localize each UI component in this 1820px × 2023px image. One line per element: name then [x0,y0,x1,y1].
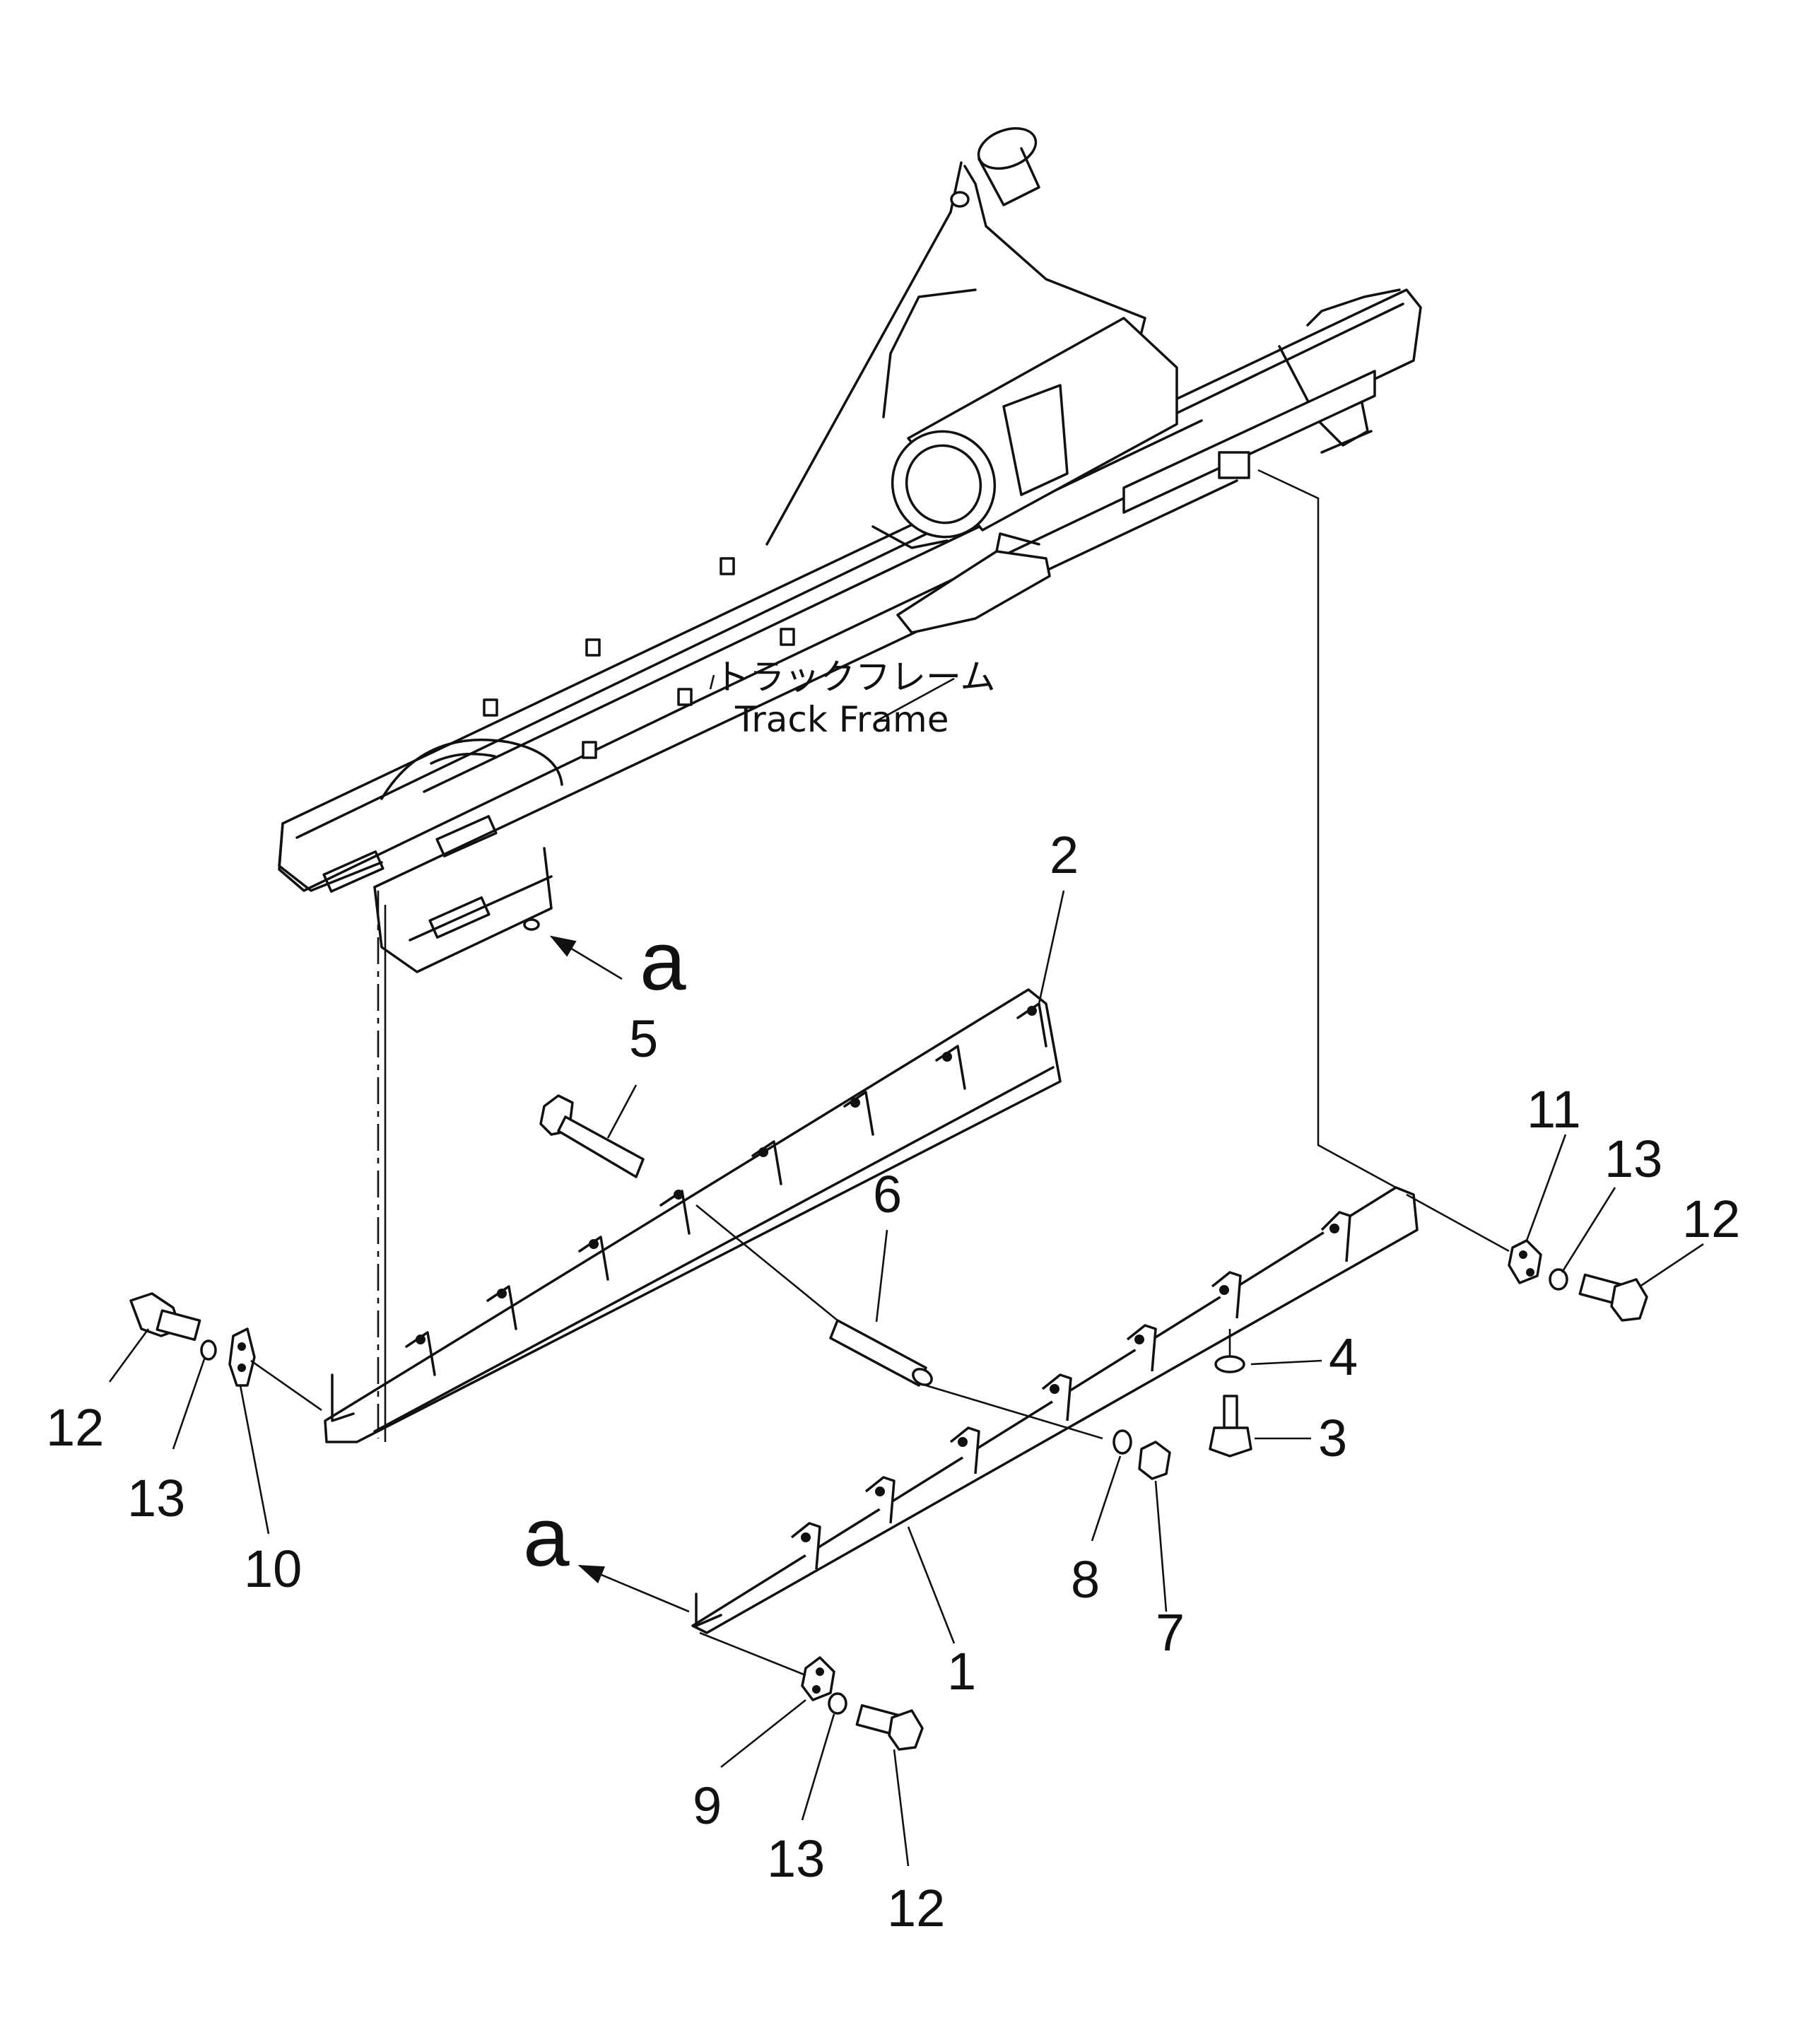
upper-plate-holes [416,1006,1037,1344]
callout-1: 1 [947,1642,976,1701]
guard-plate-lower [691,1186,1419,1634]
callout-8: 8 [1071,1550,1100,1609]
long-bolt [539,1094,645,1178]
lower-plate-holes [801,1224,1339,1542]
small-bolt [1209,1395,1252,1458]
pin [829,1319,933,1387]
bottom-end-fasteners [801,1656,924,1751]
guard-plate-upper [324,988,1062,1443]
callout-13-left: 13 [127,1469,185,1527]
callout-5: 5 [629,1009,658,1068]
alignment-lines [250,469,1510,1677]
track-frame-label: トラックフレーム Track Frame [709,657,996,740]
callout-4: 4 [1329,1327,1358,1386]
lower-plate-tabs [790,1211,1351,1570]
view-marker-lower: a [523,1491,570,1584]
nut [1138,1441,1171,1480]
callout-6: 6 [873,1165,902,1224]
washer-8 [1112,1429,1132,1455]
callout-3: 3 [1318,1409,1347,1467]
callout-numbers: 2 5 6 4 3 8 7 1 11 13 12 12 13 10 9 13 1… [46,826,1740,1937]
track-frame-label-jp: トラックフレーム [714,657,996,698]
track-frame [278,127,1422,973]
callout-leaders [108,890,1704,1867]
view-arrow-upper: a [549,915,686,1008]
callout-9: 9 [693,1776,722,1835]
callout-13-right: 13 [1604,1130,1662,1188]
callout-2: 2 [1050,826,1079,884]
callout-12-right: 12 [1682,1190,1740,1248]
callout-13-bottom: 13 [767,1829,825,1888]
right-end-fasteners [1508,1239,1648,1322]
callout-11: 11 [1527,1080,1581,1139]
washer [1214,1355,1245,1373]
frame-tabs [483,557,795,759]
callout-10: 10 [244,1540,302,1598]
view-marker-upper: a [640,915,686,1008]
callout-12-left: 12 [46,1398,104,1457]
view-arrow-lower: a [523,1491,690,1613]
left-end-fasteners [129,1292,256,1387]
callout-12-bottom: 12 [887,1879,945,1937]
track-frame-label-en: Track Frame [734,699,949,740]
callout-7: 7 [1156,1603,1185,1662]
